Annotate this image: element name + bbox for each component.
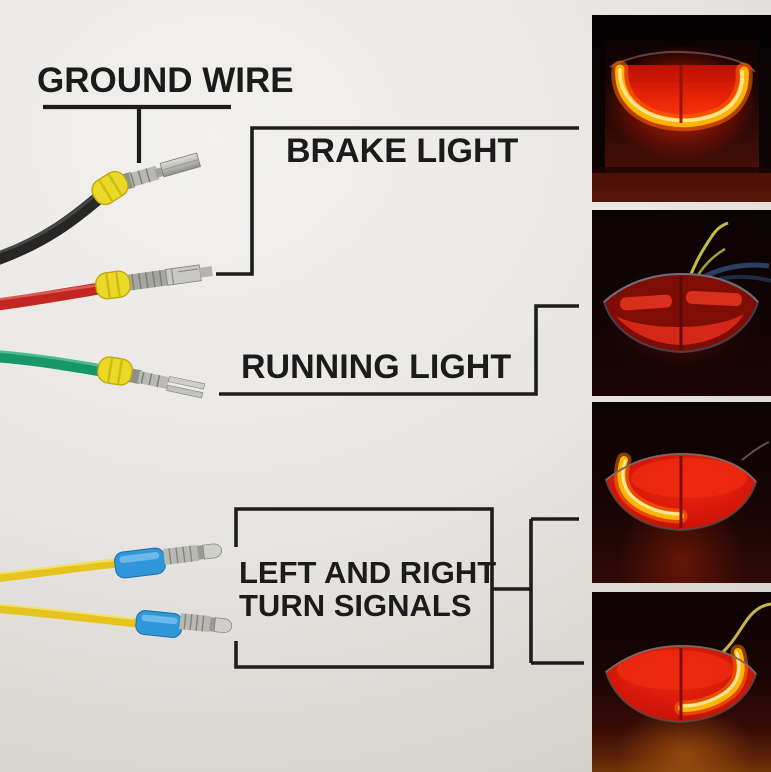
label-turn-line1: LEFT AND RIGHT [239, 555, 497, 590]
photo-brake-light [592, 15, 771, 202]
running-leader-line [219, 304, 579, 396]
ground-terminal-pin [116, 152, 202, 192]
turn-1-bullet [163, 543, 222, 565]
turn-1-crimp [114, 547, 166, 579]
brake-light-scene [592, 15, 771, 173]
right-turn-scene [604, 602, 771, 724]
brake-terminal [125, 264, 213, 291]
label-ground-wire: GROUND WIRE [37, 61, 294, 100]
label-turn-signals: LEFT AND RIGHT TURN SIGNALS [239, 556, 496, 622]
left-turn-scene [604, 441, 770, 532]
brake-wire [0, 264, 213, 311]
ground-wire-insulation [0, 188, 109, 265]
brake-grommet [95, 270, 131, 300]
photo-left-turn-signal [592, 402, 771, 583]
running-wire [0, 350, 206, 399]
turn-2-crimp [135, 610, 183, 638]
turn-signal-wire-1 [0, 543, 222, 582]
turn-wire-2-insulation [0, 604, 142, 628]
photo-running-light [592, 210, 771, 396]
leader-lines [43, 104, 584, 669]
brake-wire-insulation [0, 282, 109, 311]
turn-2-bullet [179, 613, 233, 633]
running-wire-highlight [0, 350, 102, 368]
ground-grommet [91, 170, 129, 206]
label-turn-line2: TURN SIGNALS [239, 588, 472, 623]
label-brake-light: BRAKE LIGHT [286, 132, 519, 170]
photo-right-turn-signal [592, 592, 771, 772]
turn-signal-wire-2 [0, 603, 233, 638]
ground-wire [0, 152, 202, 265]
brake-wire-highlight [0, 283, 101, 301]
brake-leader-line [216, 126, 579, 276]
running-terminal [123, 367, 206, 399]
turn-wire-2-highlight [0, 603, 135, 621]
turn-wire-1-highlight [0, 558, 116, 575]
turn-wire-1-insulation [0, 558, 123, 582]
running-grommet [97, 356, 133, 386]
running-light-scene [602, 221, 771, 354]
turn-signal-bracket [492, 517, 584, 665]
running-wire-insulation [0, 350, 110, 377]
ground-wire-highlight [0, 190, 100, 254]
label-running-light: RUNNING LIGHT [241, 348, 512, 386]
